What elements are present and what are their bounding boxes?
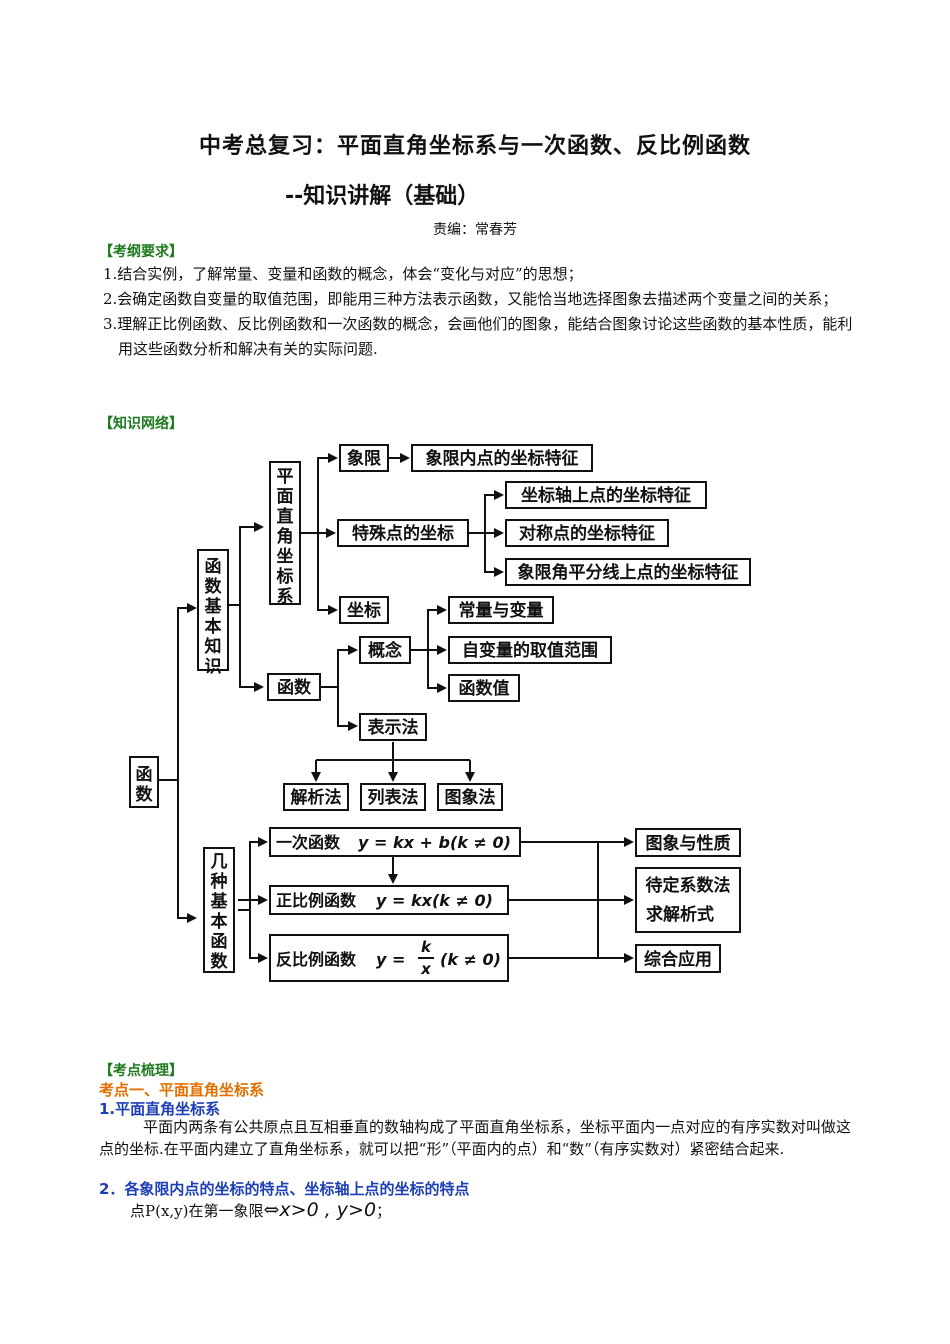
subtopic-2-heading: 2．各象限内点的坐标的特点、坐标轴上点的坐标的特点: [99, 1180, 470, 1198]
node-label: 象限内点的坐标特征: [426, 448, 579, 469]
formula-inverse-lhs: y =: [376, 950, 405, 969]
topic-1-heading: 考点一、平面直角坐标系: [99, 1081, 265, 1099]
node-graph-props: 图象与性质: [635, 828, 741, 857]
node-label: 解析法: [291, 787, 342, 808]
node-undetermined: 待定系数法 求解析式: [635, 867, 741, 933]
node-inverse: 反比例函数 y = k x (k ≠ 0): [269, 934, 509, 982]
formula-suffix: ；: [376, 1202, 392, 1220]
node-concept: 概念: [359, 636, 411, 664]
formula-linear: y = kx + b(k ≠ 0): [358, 833, 511, 852]
node-label: 正比例函数: [276, 891, 357, 910]
node-domain: 自变量的取值范围: [448, 636, 612, 664]
node-label: 函数: [277, 677, 312, 698]
node-coord-system: 平面直角坐标系: [269, 461, 301, 607]
requirement-item: 3.理解正比例函数、反比例函数和一次函数的概念，会画他们的图象，能结合图象讨论这…: [103, 315, 853, 358]
node-analytic: 解析法: [283, 783, 349, 811]
node-label: 图象与性质: [646, 833, 731, 854]
node-label: 象限: [347, 448, 381, 469]
node-label: 函数: [136, 765, 154, 805]
node-label: 平面直角坐标系: [277, 467, 294, 607]
formula-inverse-num: k: [421, 938, 432, 956]
node-coordinate: 坐标: [339, 596, 389, 624]
knowledge-network-diagram: 函数 函数基本知识 平面直角坐标系 象限 象限内点的坐标特征 特殊点的坐标 坐标…: [129, 444, 751, 982]
doc-subtitle: --知识讲解（基础）: [285, 184, 480, 209]
formula-inverse-den: x: [420, 960, 432, 978]
node-representation: 表示法: [359, 713, 427, 741]
node-label: 特殊点的坐标: [352, 523, 454, 544]
node-label: 自变量的取值范围: [462, 640, 598, 661]
node-const-var: 常量与变量: [448, 596, 554, 624]
node-label: 求解析式: [646, 904, 714, 925]
node-graph: 图象法: [437, 783, 503, 811]
node-label: 待定系数法: [646, 875, 731, 896]
node-root-function: 函数: [129, 756, 159, 808]
paragraph-coord-system: 平面内两条有公共原点且互相垂直的数轴构成了平面直角坐标系，坐标平面内一点对应的有…: [99, 1118, 851, 1158]
node-label: 综合应用: [644, 949, 712, 970]
node-proportional: 正比例函数 y = kx(k ≠ 0): [269, 885, 509, 915]
node-label: 函数值: [459, 678, 510, 699]
node-label: 几种基本函数: [210, 852, 229, 972]
node-label: 表示法: [368, 717, 419, 738]
node-label: 函数基本知识: [204, 557, 223, 677]
node-label: 反比例函数: [276, 950, 357, 969]
requirement-item: 1.结合实例，了解常量、变量和函数的概念，体会“变化与对应”的思想；: [103, 265, 583, 283]
node-table: 列表法: [360, 783, 426, 811]
node-sym-point: 对称点的坐标特征: [505, 519, 669, 547]
node-label: 坐标: [347, 600, 381, 621]
node-label: 一次函数: [276, 833, 341, 852]
node-kinds: 几种基本函数: [203, 847, 235, 973]
formula-inverse-cond: (k ≠ 0): [440, 950, 501, 969]
diagram-connectors: [158, 453, 634, 963]
formula-proportional: y = kx(k ≠ 0): [376, 891, 493, 910]
doc-title: 中考总复习：平面直角坐标系与一次函数、反比例函数: [198, 134, 751, 159]
node-quadrant: 象限: [339, 444, 389, 472]
node-special-points: 特殊点的坐标: [337, 519, 469, 547]
node-label: 图象法: [445, 787, 496, 808]
node-label: 概念: [368, 640, 402, 661]
node-label: 常量与变量: [459, 600, 544, 621]
node-func-value: 函数值: [448, 674, 520, 702]
formula-prefix: 点P(x,y)在第一象限: [130, 1202, 264, 1220]
node-label: 坐标轴上点的坐标特征: [521, 485, 691, 506]
equivalence-symbol: ⇔: [263, 1199, 280, 1221]
node-label: 象限角平分线上点的坐标特征: [518, 562, 739, 583]
node-func: 函数: [267, 673, 321, 701]
formula-condition: x>0 , y>0: [279, 1199, 377, 1221]
requirements-list: 1.结合实例，了解常量、变量和函数的概念，体会“变化与对应”的思想； 2.会确定…: [103, 262, 863, 362]
node-label: 对称点的坐标特征: [519, 523, 655, 544]
editor-line: 责编：常春芳: [433, 222, 517, 238]
requirements-heading: 【考纲要求】: [99, 244, 183, 260]
node-applications: 综合应用: [635, 944, 721, 973]
node-axis-point: 坐标轴上点的坐标特征: [505, 481, 707, 509]
node-linear: 一次函数 y = kx + b(k ≠ 0): [269, 827, 521, 857]
node-quadrant-point: 象限内点的坐标特征: [411, 444, 593, 472]
network-heading: 【知识网络】: [99, 416, 183, 432]
subtopic-1-heading: 1.平面直角坐标系: [99, 1100, 221, 1118]
points-heading: 【考点梳理】: [99, 1063, 183, 1079]
requirement-item: 2.会确定函数自变量的取值范围，即能用三种方法表示函数，又能恰当地选择图象去描述…: [103, 290, 838, 308]
node-bisector-point: 象限角平分线上点的坐标特征: [505, 558, 751, 586]
node-label: 列表法: [368, 787, 419, 808]
node-basic-knowledge: 函数基本知识: [197, 549, 229, 677]
formula-first-quadrant: 点P(x,y)在第一象限⇔x>0 , y>0；: [130, 1199, 391, 1221]
